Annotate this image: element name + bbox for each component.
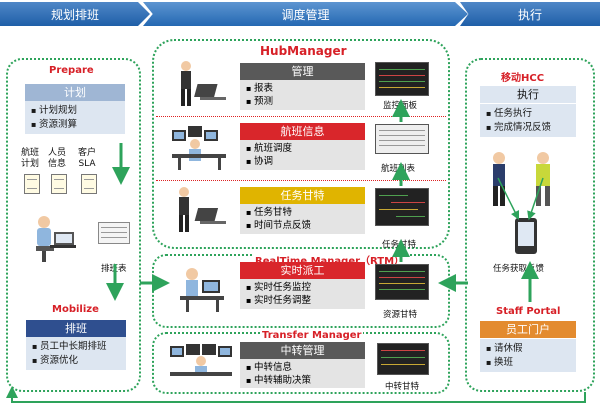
transit-mgmt-list: 中转信息 中转辅助决策 — [240, 359, 365, 388]
execute-down-arrow — [497, 177, 520, 221]
realtime-dispatch-item: 实时任务调整 — [246, 294, 359, 307]
phase-schedule-label: 调度管理 — [281, 7, 330, 22]
realtime-operator-icon — [180, 268, 224, 312]
transit-mgmt-header: 中转管理 — [240, 342, 365, 359]
mobile-hcc-title: 移动HCC — [501, 73, 545, 84]
task-gantt-item: 时间节点反馈 — [246, 219, 359, 232]
transfer-manager-title: Transfer Manager — [260, 330, 364, 341]
resource-gantt-screen — [375, 264, 429, 300]
task-gantt-item: 任务甘特 — [246, 206, 359, 219]
flight-info-list: 航班调度 协调 — [240, 140, 365, 170]
resource-gantt-label: 资源甘特 — [383, 310, 418, 320]
flight-plan-doc-icon — [24, 174, 40, 194]
flight-list-screen — [375, 124, 429, 154]
transfer-console-icon — [170, 344, 232, 376]
plan-item: 计划规划 — [31, 104, 119, 118]
shift-list: 员工中长期排班 资源优化 — [26, 337, 126, 370]
plan-list: 计划规划 资源测算 — [25, 101, 125, 134]
staff-portal-title: Staff Portal — [496, 306, 561, 317]
phase-schedule-arrow: 调度管理 — [143, 2, 468, 26]
right-panel — [465, 58, 595, 392]
input-flight-plan-label: 航班 计划 — [21, 148, 40, 169]
shift-item: 资源优化 — [32, 354, 120, 368]
task-gantt-screen — [375, 188, 429, 226]
monitor-panel-screen — [375, 62, 429, 96]
realtime-dispatch-header: 实时派工 — [240, 262, 365, 279]
planner-person-icon — [36, 216, 76, 262]
execute-list: 任务执行 完成情况反馈 — [480, 104, 576, 137]
staff-info-doc-icon — [51, 174, 67, 194]
task-gantt-list: 任务甘特 时间节点反馈 — [240, 204, 365, 234]
flight-info-item: 航班调度 — [246, 142, 359, 155]
input-staff-info-label: 人员 信息 — [48, 148, 67, 169]
input-sla-label: 客户 SLA — [78, 148, 97, 169]
phase-execute-label: 执行 — [517, 7, 542, 22]
mgmt-list: 报表 预测 — [240, 80, 365, 110]
sla-doc-icon — [81, 174, 97, 194]
transit-gantt-label: 中转甘特 — [385, 382, 420, 392]
transit-mgmt-item: 中转信息 — [246, 361, 359, 374]
phase-plan-arrow: 规划排班 — [0, 2, 150, 26]
portal-item: 换班 — [486, 356, 570, 370]
field-staff-icon — [493, 152, 550, 206]
mgmt-item: 报表 — [246, 82, 359, 95]
plan-header: 计划 — [25, 84, 125, 101]
phase-execute-arrow: 执行 — [460, 2, 600, 26]
hub-divider-1 — [156, 116, 446, 117]
mobile-phone-icon — [515, 218, 537, 254]
flight-info-header: 航班信息 — [240, 123, 365, 140]
roster-sheet-icon — [98, 222, 130, 244]
task-feedback-label: 任务获取反馈 — [493, 264, 545, 274]
left-panel — [6, 58, 141, 392]
mgmt-header: 管理 — [240, 63, 365, 80]
hub-divider-2 — [156, 180, 446, 181]
phase-plan-label: 规划排班 — [50, 7, 99, 22]
portal-list: 请休假 换班 — [480, 339, 576, 372]
manager-person-icon — [181, 61, 226, 106]
staff-down-arrow — [527, 177, 544, 221]
flight-info-item: 协调 — [246, 155, 359, 168]
mgmt-item: 预测 — [246, 95, 359, 108]
bottom-feedback-loop — [6, 386, 586, 403]
realtime-dispatch-item: 实时任务监控 — [246, 281, 359, 294]
execute-item: 完成情况反馈 — [486, 121, 570, 135]
shift-item: 员工中长期排班 — [32, 340, 120, 354]
shift-header: 排班 — [26, 320, 126, 337]
transit-mgmt-item: 中转辅助决策 — [246, 374, 359, 387]
plan-item: 资源测算 — [31, 118, 119, 132]
execute-header: 执行 — [480, 86, 576, 103]
transit-gantt-screen — [377, 343, 429, 375]
portal-item: 请休假 — [486, 342, 570, 356]
task-gantt-header: 任务甘特 — [240, 187, 365, 204]
execute-item: 任务执行 — [486, 107, 570, 121]
portal-header: 员工门户 — [480, 321, 576, 338]
dispatcher-console-icon — [172, 126, 226, 170]
realtime-dispatch-list: 实时任务监控 实时任务调整 — [240, 279, 365, 309]
hub-manager-title: HubManager — [260, 44, 347, 58]
mobilize-title: Mobilize — [52, 304, 99, 315]
hub-manager-panel — [152, 39, 450, 249]
operator-laptop-icon — [179, 187, 226, 232]
prepare-title: Prepare — [49, 65, 94, 76]
